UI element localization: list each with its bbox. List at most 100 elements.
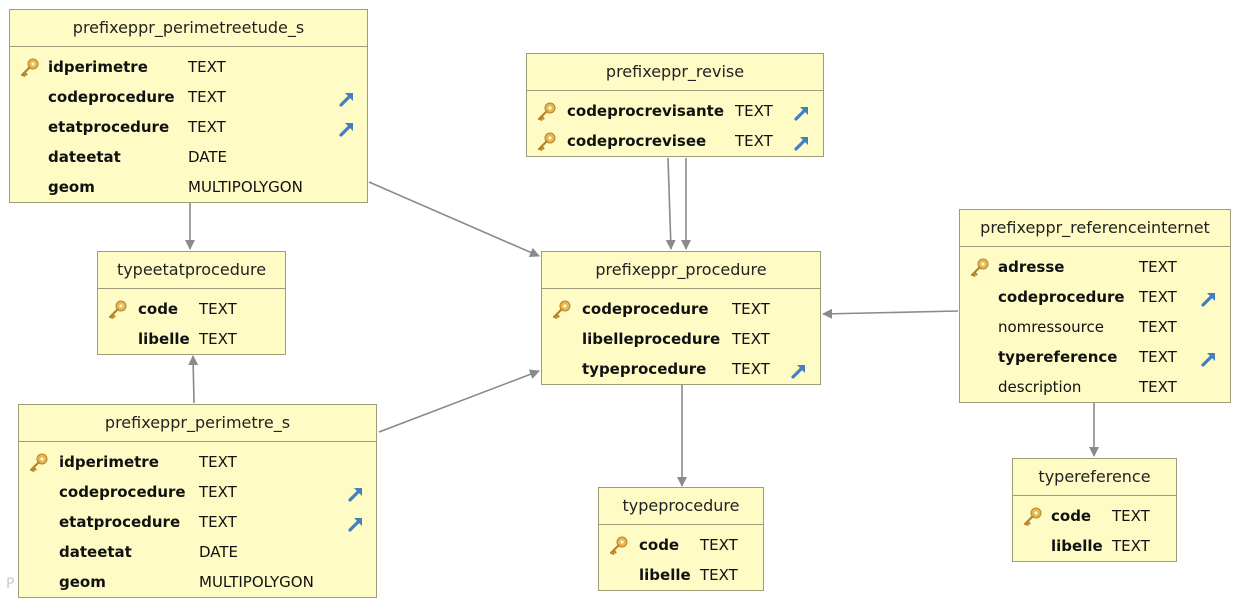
- column-row[interactable]: dateetat DATE: [10, 142, 367, 172]
- primary-key-icon: [608, 534, 630, 556]
- column-name: nomressource: [998, 318, 1104, 336]
- relation-perimetre-to-procedure[interactable]: [378, 369, 540, 433]
- column-name: codeprocrevisante: [567, 102, 725, 120]
- column-row[interactable]: typeprocedure TEXT: [542, 354, 820, 384]
- primary-key-icon: [1022, 505, 1044, 527]
- column-row[interactable]: code TEXT: [98, 294, 285, 324]
- foreign-key-arrow-icon[interactable]: [790, 360, 808, 379]
- column-row[interactable]: libelleprocedure TEXT: [542, 324, 820, 354]
- column-row[interactable]: nomressource TEXT: [960, 312, 1230, 342]
- column-name: adresse: [998, 258, 1065, 276]
- relation-referenceinternet-to-procedure[interactable]: [822, 308, 959, 319]
- primary-key-icon: [107, 298, 129, 320]
- column-type: TEXT: [1112, 537, 1150, 555]
- column-row[interactable]: geom MULTIPOLYGON: [10, 172, 367, 202]
- column-type: TEXT: [199, 513, 237, 531]
- foreign-key-arrow-icon[interactable]: [793, 132, 811, 151]
- column-type: DATE: [188, 148, 228, 166]
- column-type: TEXT: [1139, 318, 1177, 336]
- column-row[interactable]: dateetat DATE: [19, 537, 376, 567]
- relation-revise-to-procedure[interactable]: [665, 157, 676, 250]
- column-row[interactable]: codeprocedure TEXT: [542, 294, 820, 324]
- foreign-key-arrow-icon[interactable]: [793, 102, 811, 121]
- column-name: codeprocedure: [998, 288, 1125, 306]
- primary-key-icon: [536, 100, 558, 122]
- column-type: TEXT: [732, 300, 770, 318]
- column-name: geom: [59, 573, 106, 591]
- foreign-key-arrow-icon[interactable]: [347, 483, 365, 502]
- watermark-text: P: [6, 576, 15, 592]
- relation-perimetre-to-typeetatprocedure[interactable]: [188, 355, 199, 404]
- column-type: TEXT: [199, 330, 237, 348]
- table-title: typeetatprocedure: [98, 252, 285, 289]
- column-type: MULTIPOLYGON: [188, 178, 303, 196]
- foreign-key-arrow-icon[interactable]: [338, 88, 356, 107]
- column-name: dateetat: [59, 543, 132, 561]
- column-type: TEXT: [1139, 348, 1177, 366]
- column-name: codeprocrevisee: [567, 132, 707, 150]
- column-row[interactable]: adresse TEXT: [960, 252, 1230, 282]
- foreign-key-arrow-icon[interactable]: [338, 118, 356, 137]
- column-row[interactable]: codeprocedure TEXT: [10, 82, 367, 112]
- column-type: TEXT: [188, 58, 226, 76]
- table-title: typereference: [1013, 459, 1176, 496]
- primary-key-icon: [536, 130, 558, 152]
- column-type: DATE: [199, 543, 239, 561]
- column-name: codeprocedure: [582, 300, 709, 318]
- column-name: code: [138, 300, 179, 318]
- column-name: typeprocedure: [582, 360, 707, 378]
- foreign-key-arrow-icon[interactable]: [347, 513, 365, 532]
- column-row[interactable]: description TEXT: [960, 372, 1230, 402]
- column-type: TEXT: [1139, 258, 1177, 276]
- column-name: libelle: [138, 330, 190, 348]
- column-name: description: [998, 378, 1082, 396]
- column-type: TEXT: [1139, 378, 1177, 396]
- column-type: TEXT: [732, 360, 770, 378]
- primary-key-icon: [28, 451, 50, 473]
- foreign-key-arrow-icon[interactable]: [1200, 288, 1218, 307]
- relation-perimetreetude-to-procedure[interactable]: [368, 181, 540, 257]
- column-type: TEXT: [199, 300, 237, 318]
- column-row[interactable]: idperimetre TEXT: [10, 52, 367, 82]
- column-row[interactable]: libelle TEXT: [98, 324, 285, 354]
- table-title: prefixeppr_perimetreetude_s: [10, 10, 367, 47]
- column-name: codeprocedure: [59, 483, 186, 501]
- column-name: geom: [48, 178, 95, 196]
- column-name: libelleprocedure: [582, 330, 721, 348]
- column-name: libelle: [1051, 537, 1103, 555]
- foreign-key-arrow-icon[interactable]: [1200, 348, 1218, 367]
- column-type: TEXT: [732, 330, 770, 348]
- column-row[interactable]: libelle TEXT: [1013, 531, 1176, 561]
- column-name: idperimetre: [48, 58, 148, 76]
- column-name: idperimetre: [59, 453, 159, 471]
- column-type: TEXT: [188, 88, 226, 106]
- column-name: dateetat: [48, 148, 121, 166]
- column-name: codeprocedure: [48, 88, 175, 106]
